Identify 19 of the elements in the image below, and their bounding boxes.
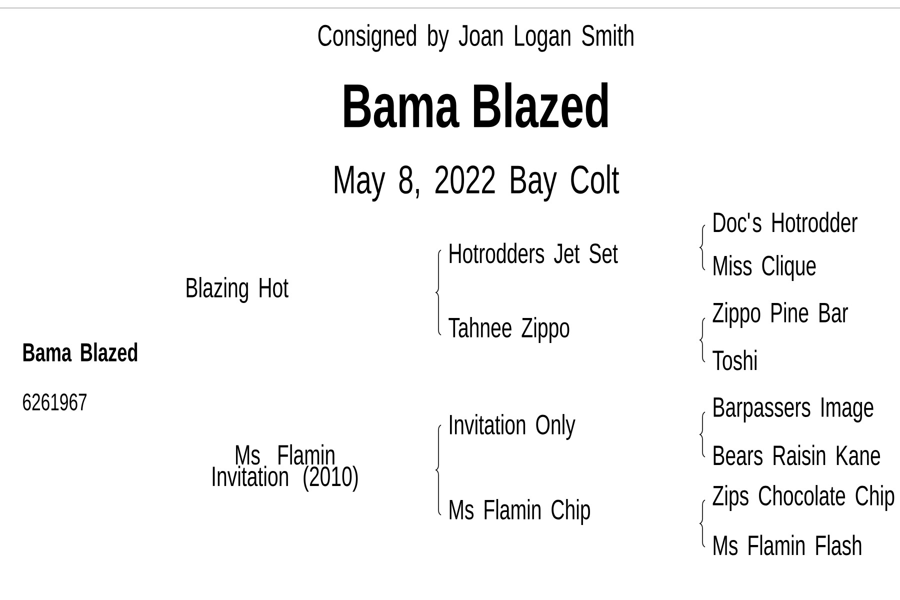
horse-name: Bama Blazed xyxy=(23,342,138,362)
title: Bama Blazed xyxy=(344,82,608,128)
pedigree-name: Doc's Hotrodder xyxy=(714,212,858,232)
pedigree-name: Barpassers Image xyxy=(714,398,874,422)
pedigree-name: Ms Flamin Chip xyxy=(450,499,590,525)
pedigree-name: Miss Clique xyxy=(714,255,816,281)
pedigree-name: Hotrodders Jet Set xyxy=(450,242,618,264)
consignor-text: Consigned by Joan Logan Smith xyxy=(318,24,634,52)
pedigree-name: Zips Chocolate Chip xyxy=(712,485,894,511)
pedigree-name: Bears Raisin Kane xyxy=(714,444,880,466)
pedigree-name: Tahnee Zippo xyxy=(448,317,570,343)
pedigree-name: Ms Flamin Invitation (2010) xyxy=(212,444,358,492)
pedigree-name: Blazing Hot xyxy=(186,277,288,303)
pedigree-name: Zippo Pine Bar xyxy=(712,302,848,328)
pedigree-name: Invitation Only xyxy=(450,414,576,440)
pedigree-name: Ms Flamin Flash xyxy=(714,534,862,556)
pedigree-name: Toshi xyxy=(712,350,756,370)
date-text: May 8, 2022 Bay Colt xyxy=(334,164,620,202)
registration-number: 6261967 xyxy=(23,394,86,410)
